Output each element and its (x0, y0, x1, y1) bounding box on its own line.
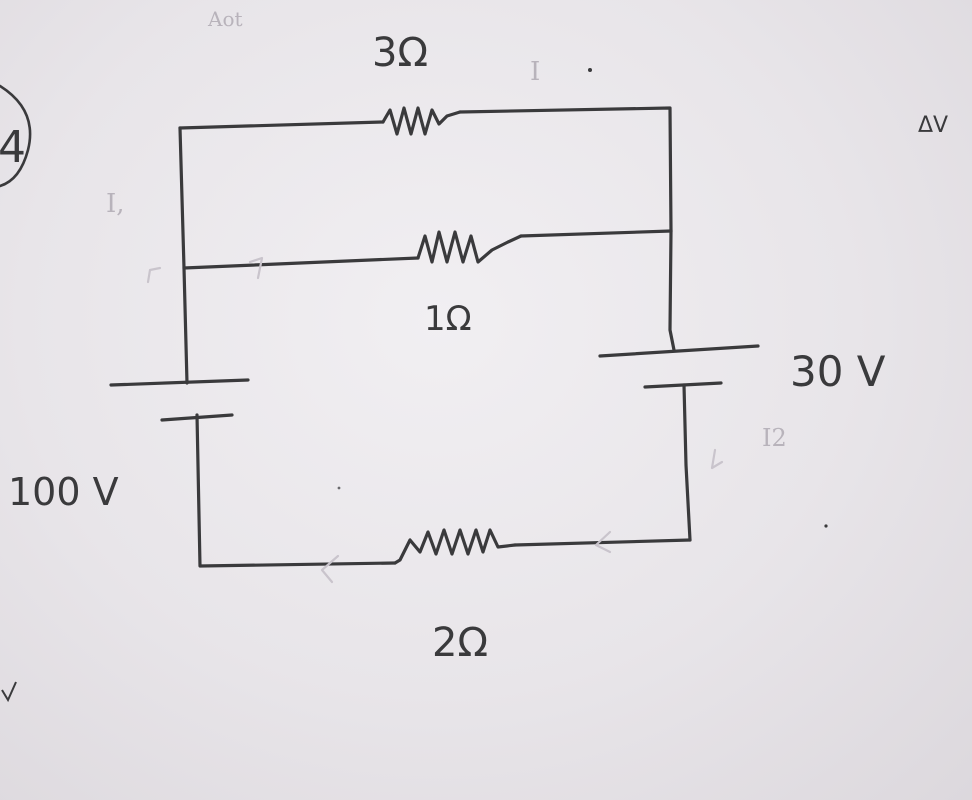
label-100-volt: 100 V (8, 470, 119, 514)
wire-middle-left (182, 256, 420, 270)
battery-100v-short-plate (160, 413, 234, 422)
pencil-dot (337, 486, 341, 490)
pencil-dot (824, 524, 828, 528)
label-1-ohm: 1Ω (424, 299, 472, 339)
wire-bottom-left (195, 413, 397, 568)
wire-right-upper (668, 229, 676, 352)
battery-30v-long-plate (598, 344, 760, 358)
resistor-3-ohm (381, 106, 462, 136)
wire-top-right (458, 106, 673, 233)
wire-top-left (178, 120, 385, 130)
wire-middle-right (519, 229, 673, 238)
edge-text-delta-v: ΔV (918, 113, 948, 138)
label-2-ohm: 2Ω (432, 620, 488, 666)
faint-current-top: I (530, 57, 540, 87)
wire-bottom-right (513, 538, 692, 547)
edge-check-mark (1, 681, 17, 703)
label-3-ohm: 3Ω (372, 30, 428, 76)
pencil-dot (588, 68, 592, 72)
faint-current-right: I2 (762, 424, 787, 452)
faint-current-left: I, (106, 189, 125, 219)
faint-arrow-right (594, 530, 612, 554)
wire-right-lower (682, 383, 692, 542)
resistor-1-ohm (416, 230, 523, 264)
faint-scribble-top: Aot (207, 7, 243, 31)
faint-arrow-left (146, 266, 162, 284)
wire-left-upper (178, 126, 189, 385)
faint-arrow-down (710, 448, 724, 470)
label-30-volt: 30 V (790, 347, 886, 396)
faint-arrow-middle (248, 256, 264, 280)
faint-arrow-bottom (320, 554, 340, 584)
edge-text-problem-number: 4 (0, 122, 26, 173)
resistor-2-ohm (393, 528, 517, 565)
battery-100v-long-plate (109, 378, 250, 387)
faint-circle-edge (0, 84, 32, 188)
